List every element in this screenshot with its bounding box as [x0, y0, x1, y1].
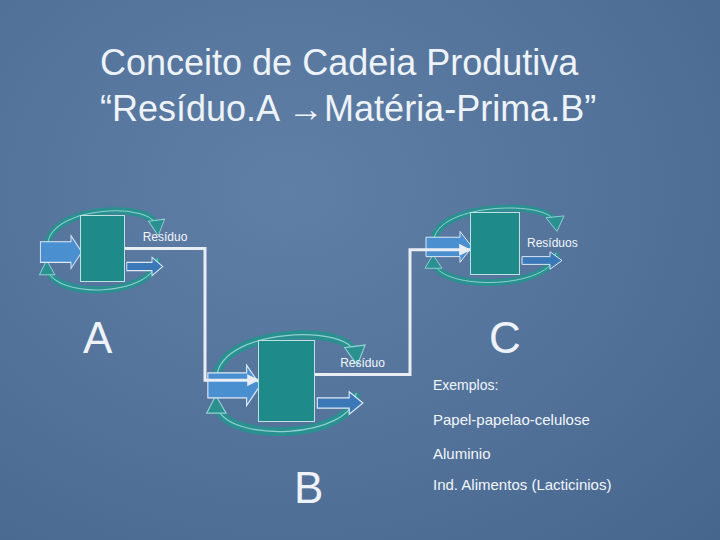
flow-label: Resíduos — [527, 236, 578, 250]
edge-label: Resíduo — [340, 356, 385, 370]
example-note: Ind. Alimentos (Lacticinios) — [433, 476, 611, 494]
example-note: Papel-papelao-celulose — [433, 411, 590, 429]
process-box: B — [258, 340, 315, 422]
cycle-b — [207, 335, 365, 432]
flow-connector — [125, 249, 258, 381]
flow-connector — [315, 250, 470, 375]
edge-label: Resíduo — [143, 230, 188, 244]
stage-letter: A — [83, 316, 112, 360]
stage-letter: B — [294, 466, 323, 510]
process-box: A — [80, 215, 125, 282]
stage-letter: C — [489, 316, 521, 360]
example-note: Aluminio — [433, 445, 491, 463]
slide-title: Conceito de Cadeia Produtiva “Resíduo.A … — [100, 40, 720, 132]
cycle-a — [40, 211, 165, 290]
process-box: C — [470, 212, 520, 275]
example-note: Exemplos: — [433, 377, 498, 394]
